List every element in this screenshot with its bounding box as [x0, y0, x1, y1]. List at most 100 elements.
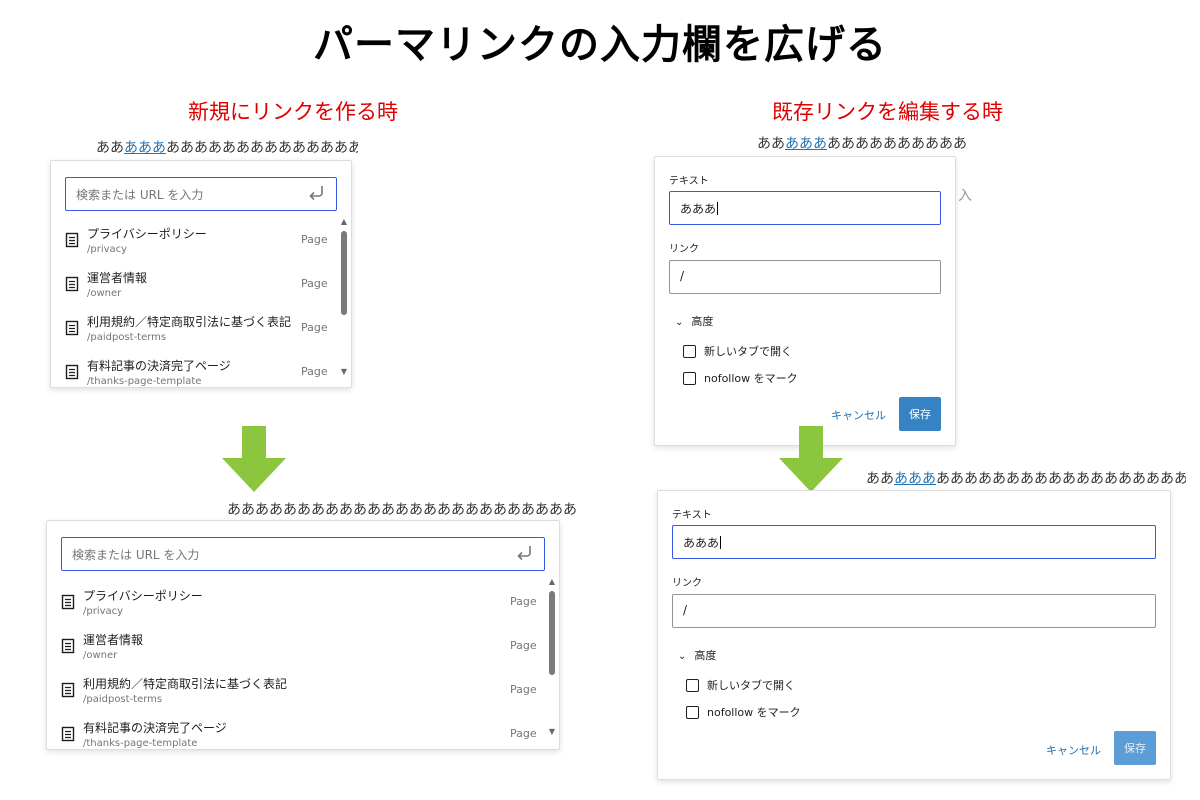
- result-item[interactable]: プライバシーポリシー /privacy Page: [51, 221, 339, 265]
- document-icon: [65, 232, 79, 248]
- scrollbar-thumb[interactable]: [549, 591, 555, 675]
- search-input[interactable]: 検索または URL を入力: [65, 177, 337, 211]
- paragraph-link[interactable]: あああ: [124, 140, 166, 156]
- scroll-up-icon[interactable]: ▲: [548, 577, 556, 586]
- result-kind: Page: [510, 639, 537, 652]
- paragraph-text: ああ: [757, 136, 785, 152]
- new-tab-checkbox[interactable]: [686, 679, 699, 692]
- paragraph-bottom-left: ああああああああああああああああああああああああああ: [227, 502, 577, 518]
- right-heading: 既存リンクを編集する時: [772, 100, 1003, 124]
- document-icon: [65, 320, 79, 336]
- paragraph-text: ああ: [866, 471, 894, 487]
- result-title: プライバシーポリシー: [83, 589, 203, 603]
- nofollow-option[interactable]: nofollow をマーク: [683, 370, 798, 386]
- text-field-value: あああ: [680, 202, 717, 216]
- advanced-toggle[interactable]: ⌄ 高度: [675, 313, 713, 329]
- scroll-up-icon[interactable]: ▲: [340, 217, 348, 226]
- text-field[interactable]: あああ: [669, 191, 941, 225]
- link-field-label: リンク: [669, 244, 699, 255]
- cancel-button[interactable]: キャンセル: [1046, 744, 1101, 757]
- scrollbar-thumb[interactable]: [341, 231, 347, 315]
- text-caret: [717, 202, 719, 215]
- new-tab-option[interactable]: 新しいタブで開く: [686, 677, 795, 693]
- result-kind: Page: [301, 365, 328, 378]
- result-slug: /owner: [83, 650, 118, 661]
- chevron-down-icon: ⌄: [675, 317, 684, 328]
- result-slug: /thanks-page-template: [83, 738, 198, 749]
- link-field[interactable]: /: [669, 260, 941, 294]
- main-title: パーマリンクの入力欄を広げる: [313, 22, 887, 68]
- result-item[interactable]: 利用規約／特定商取引法に基づく表記 /paidpost-terms Page: [51, 309, 339, 353]
- result-title: 運営者情報: [87, 271, 148, 285]
- result-item[interactable]: 有料記事の決済完了ページ /thanks-page-template Page: [47, 715, 547, 749]
- result-item[interactable]: プライバシーポリシー /privacy Page: [47, 583, 547, 627]
- result-slug: /owner: [87, 288, 122, 299]
- text-field-label: テキスト: [669, 176, 709, 187]
- scroll-down-icon[interactable]: ▼: [548, 727, 556, 736]
- nofollow-checkbox[interactable]: [683, 372, 696, 385]
- paragraph-text: あああああああああああああああああああ: [936, 471, 1186, 487]
- document-icon: [61, 638, 75, 654]
- text-field[interactable]: あああ: [672, 525, 1156, 559]
- link-edit-panel-small: テキスト あああ リンク / ⌄ 高度 新しいタブで開く nofollow をマー…: [654, 156, 956, 446]
- advanced-label: 高度: [694, 649, 717, 662]
- result-slug: /paidpost-terms: [83, 694, 163, 705]
- result-slug: /thanks-page-template: [87, 376, 202, 387]
- search-placeholder: 検索または URL を入力: [76, 188, 204, 202]
- paragraph-top-left: ああああああああああああああああああああ: [96, 137, 358, 157]
- link-field-value: /: [683, 603, 688, 617]
- result-title: 利用規約／特定商取引法に基づく表記: [87, 315, 292, 329]
- result-item[interactable]: 運営者情報 /owner Page: [51, 265, 339, 309]
- results-scrollbar[interactable]: ▲ ▼: [339, 217, 349, 383]
- result-kind: Page: [301, 277, 328, 290]
- link-search-popover-small: 検索または URL を入力 プライバシーポリシー /privacy Page 運…: [50, 160, 352, 388]
- new-tab-label: 新しいタブで開く: [704, 345, 792, 358]
- result-item[interactable]: 有料記事の決済完了ページ /thanks-page-template Page: [51, 353, 339, 387]
- return-icon[interactable]: [514, 541, 536, 565]
- result-item[interactable]: 運営者情報 /owner Page: [47, 627, 547, 671]
- link-field-value: /: [680, 269, 685, 283]
- text-field-label: テキスト: [672, 510, 712, 521]
- link-edit-panel-wide: テキスト あああ リンク / ⌄ 高度 新しいタブで開く nofollow をマー…: [657, 490, 1171, 780]
- result-kind: Page: [301, 321, 328, 334]
- nofollow-label: nofollow をマーク: [704, 372, 798, 385]
- chevron-down-icon: ⌄: [678, 651, 687, 662]
- new-tab-option[interactable]: 新しいタブで開く: [683, 343, 792, 359]
- link-field[interactable]: /: [672, 594, 1156, 628]
- text-field-value: あああ: [683, 536, 720, 550]
- result-title: 運営者情報: [83, 633, 144, 647]
- advanced-label: 高度: [691, 315, 714, 328]
- result-slug: /privacy: [83, 606, 124, 617]
- result-item[interactable]: 利用規約／特定商取引法に基づく表記 /paidpost-terms Page: [47, 671, 547, 715]
- result-kind: Page: [510, 727, 537, 740]
- result-kind: Page: [301, 233, 328, 246]
- down-arrow-icon: [779, 426, 843, 494]
- paragraph-link[interactable]: あああ: [894, 471, 936, 487]
- new-tab-checkbox[interactable]: [683, 345, 696, 358]
- result-title: 有料記事の決済完了ページ: [87, 359, 231, 373]
- nofollow-option[interactable]: nofollow をマーク: [686, 704, 801, 720]
- link-field-label: リンク: [672, 578, 702, 589]
- paragraph-link[interactable]: あああ: [785, 136, 827, 152]
- cancel-button[interactable]: キャンセル: [831, 409, 886, 422]
- document-icon: [65, 364, 79, 380]
- document-icon: [65, 276, 79, 292]
- nofollow-checkbox[interactable]: [686, 706, 699, 719]
- results-scrollbar[interactable]: ▲ ▼: [547, 577, 557, 745]
- link-search-popover-wide: 検索または URL を入力 プライバシーポリシー /privacy Page 運…: [46, 520, 560, 750]
- scroll-down-icon[interactable]: ▼: [340, 367, 348, 376]
- search-placeholder: 検索または URL を入力: [72, 548, 200, 562]
- nofollow-label: nofollow をマーク: [707, 706, 801, 719]
- background-text-fragment: 入: [958, 188, 972, 204]
- result-title: 利用規約／特定商取引法に基づく表記: [83, 677, 288, 691]
- result-slug: /paidpost-terms: [87, 332, 167, 343]
- save-button[interactable]: 保存: [1114, 731, 1156, 765]
- result-kind: Page: [510, 683, 537, 696]
- down-arrow-icon: [222, 426, 286, 494]
- save-button[interactable]: 保存: [899, 397, 941, 431]
- return-icon[interactable]: [306, 181, 328, 205]
- search-input[interactable]: 検索または URL を入力: [61, 537, 545, 571]
- advanced-toggle[interactable]: ⌄ 高度: [678, 647, 716, 663]
- document-icon: [61, 594, 75, 610]
- text-caret: [720, 536, 722, 549]
